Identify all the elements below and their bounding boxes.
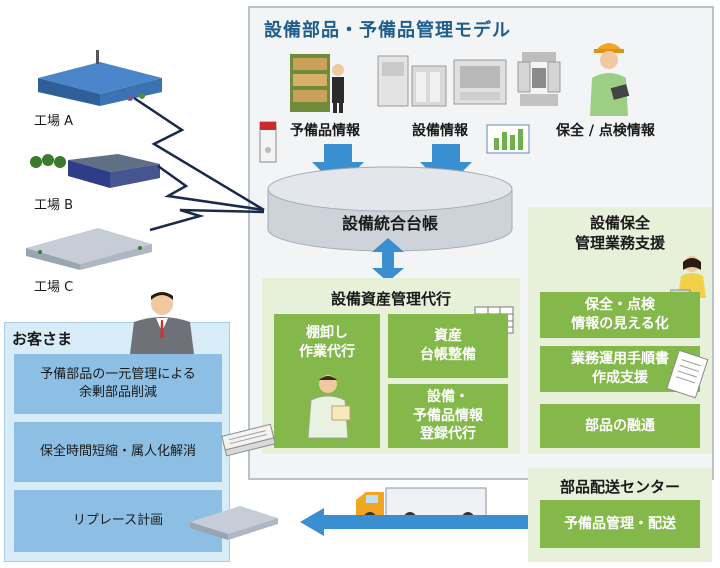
equipment-unit-icon bbox=[453, 59, 507, 105]
factory-b-icon bbox=[30, 154, 160, 188]
customer-benefit-replace-label: リプレース計画 bbox=[72, 512, 164, 528]
factory-c-icon bbox=[26, 228, 152, 270]
machinery-icon bbox=[377, 55, 447, 107]
parts-sharing-label: 部品の融通 bbox=[585, 417, 655, 434]
customer-benefit-replace-box: リプレース計画 bbox=[14, 490, 222, 552]
visualization-label: 保全・点検 情報の見える化 bbox=[571, 297, 669, 332]
spare-delivery-label: 予備品管理・配送 bbox=[564, 515, 676, 532]
down-arrow-equipment bbox=[420, 144, 472, 188]
equipment-info-label: 設備情報 bbox=[412, 123, 468, 139]
registration-agency-box: 設備・ 予備品情報 登録代行 bbox=[388, 384, 508, 448]
robot-arm-icon bbox=[517, 52, 561, 106]
asset-ledger-label: 資産 台帳整備 bbox=[420, 328, 476, 363]
left-delivery-arrow bbox=[300, 508, 528, 536]
inspector-worker-icon bbox=[590, 43, 630, 116]
bidirectional-arrow bbox=[372, 238, 404, 282]
chart-monitor-icon bbox=[486, 124, 530, 154]
factory-a-icon bbox=[38, 50, 162, 106]
document-sheet-icon bbox=[666, 350, 709, 399]
visualization-box: 保全・点検 情報の見える化 bbox=[540, 292, 700, 338]
parts-sharing-box: 部品の融通 bbox=[540, 404, 700, 448]
asset-ledger-box: 資産 台帳整備 bbox=[388, 314, 508, 378]
inventory-agency-label: 棚卸し 作業代行 bbox=[299, 325, 355, 360]
customer-benefit-reduce-label: 予備部品の一元管理による 余剰部品削減 bbox=[40, 366, 196, 400]
maintenance-support-title: 設備保全 管理業務支援 bbox=[574, 214, 665, 252]
customer-benefit-time-box: 保全時間短縮・属人化解消 bbox=[14, 422, 222, 482]
customer-benefit-reduce-box: 予備部品の一元管理による 余剰部品削減 bbox=[14, 354, 222, 414]
maintenance-info-label: 保全 / 点検情報 bbox=[556, 123, 655, 139]
paper-stack-icon bbox=[221, 423, 276, 457]
database-label: 設備統合台帳 bbox=[341, 214, 438, 233]
spare-parts-info-label: 予備品情報 bbox=[290, 123, 360, 139]
network-link-lines bbox=[133, 96, 265, 232]
replacement-factory-icon bbox=[190, 506, 278, 540]
binder-icon bbox=[259, 121, 277, 163]
factory-a-label: 工場 A bbox=[34, 114, 74, 129]
registration-agency-label: 設備・ 予備品情報 登録代行 bbox=[413, 388, 483, 443]
factory-b-label: 工場 B bbox=[34, 198, 74, 213]
delivery-center-title: 部品配送センター bbox=[559, 478, 680, 496]
customer-benefit-time-label: 保全時間短縮・属人化解消 bbox=[39, 443, 196, 459]
spare-delivery-box: 予備品管理・配送 bbox=[540, 500, 700, 548]
down-arrow-spare-parts bbox=[312, 144, 364, 188]
customer-title: お客さま bbox=[12, 330, 73, 348]
warehouse-shelf-icon bbox=[290, 54, 344, 113]
customer-businessman-icon bbox=[130, 292, 194, 354]
asset-management-title: 設備資産管理代行 bbox=[330, 290, 451, 308]
database-disk bbox=[267, 166, 513, 252]
model-title: 設備部品・予備品管理モデル bbox=[264, 20, 511, 41]
factory-c-label: 工場 C bbox=[34, 280, 74, 295]
clerk-worker-icon bbox=[307, 375, 351, 439]
manual-support-label: 業務運用手順書 作成支援 bbox=[571, 351, 669, 386]
